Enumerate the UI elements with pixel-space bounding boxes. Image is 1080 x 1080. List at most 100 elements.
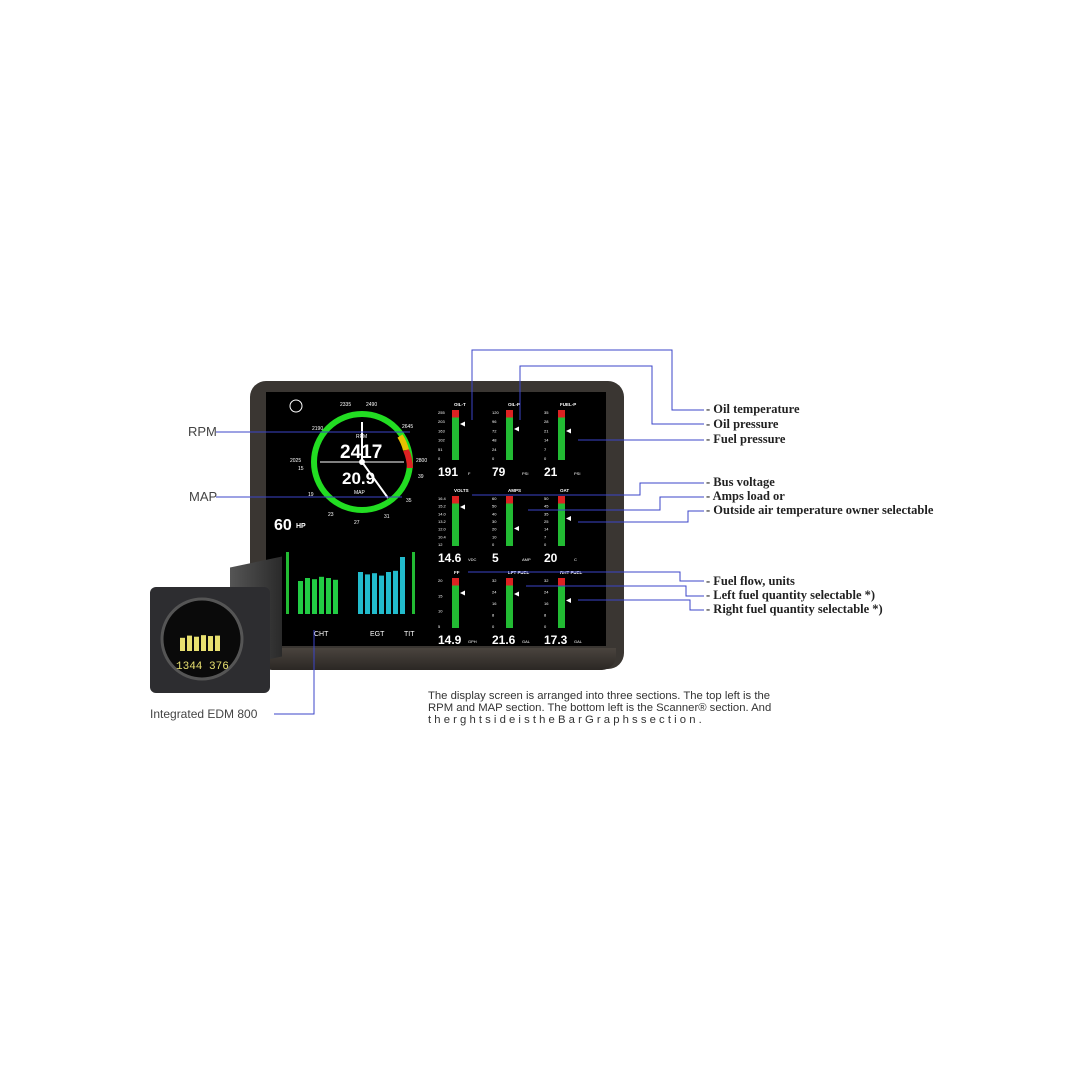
gauge-unit: VDC [468, 557, 477, 562]
gauge-tick: 32 [492, 578, 497, 583]
rpm-callout-label: RPM [188, 424, 217, 439]
callout-oil-pressure: - Oil pressure [706, 417, 779, 431]
rpm-value: 2417 [340, 442, 382, 463]
gauge-tick: 8 [544, 613, 547, 618]
rpm-tick: 2025 [290, 458, 301, 464]
egt-label: EGT [370, 631, 385, 638]
gauge-tick: 12 [438, 542, 443, 547]
gauge-tick: 0 [438, 456, 441, 461]
callout-fuel-pressure: - Fuel pressure [706, 432, 786, 446]
gauge-unit: AMP [522, 557, 531, 562]
gauge-label: OAT [560, 488, 569, 493]
egt-bar [400, 557, 405, 614]
gauge-tick: 10 [492, 534, 497, 539]
gauge-bar-red [558, 496, 565, 504]
map-callout-label: MAP [189, 489, 218, 504]
gauge-value: 17.3 [544, 633, 568, 646]
gauge-tick: 14 [544, 527, 549, 532]
gauge-tick: 16 [544, 601, 549, 606]
gauge-pointer [460, 590, 465, 596]
cht-bar [312, 579, 317, 614]
gauge-value: 21 [544, 465, 558, 479]
gauge-tick: 20 [438, 578, 443, 583]
gauge-tick: 60 [492, 496, 497, 501]
gauge-bar-red [506, 578, 513, 586]
gauge-bar-green [558, 578, 565, 628]
callout-bus-voltage: - Bus voltage [706, 475, 775, 489]
gauge-label: FUEL-P [560, 402, 576, 407]
egt-bar [365, 574, 370, 614]
edm-callout-label: Integrated EDM 800 [150, 707, 258, 721]
rpm-tick: 2190 [312, 426, 323, 432]
gauge-bar-green [506, 496, 513, 546]
rpm-tick: 2490 [366, 402, 377, 408]
map-tick: 39 [418, 474, 424, 480]
gauge-tick: 72 [492, 428, 497, 433]
brand-logo-icon [289, 399, 303, 413]
gauge-bar-red [506, 496, 513, 504]
gauge-pointer [566, 598, 571, 603]
gauge-tick: 14 [544, 438, 549, 443]
map-tick: 23 [328, 512, 334, 518]
gauge-value: 79 [492, 465, 506, 479]
map-tick: 15 [298, 466, 304, 472]
gauge-bar-green [506, 410, 513, 460]
edm-bar [208, 636, 213, 651]
callout-oil-temperature: - Oil temperature [706, 402, 800, 416]
gauge-bar-red [452, 578, 459, 586]
gauge-tick: 13.2 [438, 519, 447, 524]
callout-right-fuel-quantity: - Right fuel quantity selectable *) [706, 602, 883, 616]
gauge-bar-green [452, 496, 459, 546]
gauge-tick: 0 [544, 542, 547, 547]
gauge-unit: PSI [574, 471, 580, 476]
gauge-tick: 120 [492, 410, 499, 415]
gauge-pointer [514, 526, 519, 531]
gauge-tick: 10.4 [438, 534, 447, 539]
gauge-value: 191 [438, 465, 458, 479]
gauge-pointer [514, 426, 519, 432]
edm-bar [180, 637, 185, 651]
gauge-tick: 0 [492, 456, 495, 461]
gauge-tick: 24 [492, 590, 497, 595]
gauge-tick: 30 [492, 519, 497, 524]
cht-bar [298, 581, 303, 614]
display-bezel-base [258, 648, 616, 670]
gauge-unit: C [574, 557, 577, 562]
gauge-value: 14.6 [438, 551, 462, 565]
gauge-tick: 32 [544, 578, 549, 583]
gauge-pointer [566, 516, 571, 521]
gauge-unit: GAL [522, 639, 531, 644]
caption-line-2: RPM and MAP section. The bottom left is … [428, 702, 772, 714]
gauge-label: VOLTS [454, 488, 469, 493]
caption-line-1: The display screen is arranged into thre… [428, 690, 771, 702]
hp-unit: HP [296, 523, 306, 530]
gauge-tick: 35 [544, 410, 549, 415]
gauge-bar-red [452, 410, 459, 418]
gauge-tick: 255 [438, 410, 445, 415]
gauge-label: OIL-T [454, 402, 466, 407]
gauge-label: RHT FUEL [560, 570, 582, 575]
gauge-label: FF [454, 570, 460, 575]
gauge-value: 20 [544, 551, 558, 565]
caption-line-3: t h e r g h t s i d e i s t h e B a r G … [428, 714, 702, 726]
gauge-tick: 16 [492, 601, 497, 606]
edm-bar [194, 636, 199, 651]
gauge-bar-green [452, 410, 459, 460]
gauge-tick: 10 [438, 609, 443, 614]
rpm-tick: 2645 [402, 424, 413, 430]
gauge-tick: 16.4 [438, 496, 447, 501]
callout-outside-air-temperature: - Outside air temperature owner selectab… [706, 503, 934, 517]
map-needle [361, 461, 389, 499]
gauge-bar-green [558, 410, 565, 460]
gauge-bar-red [506, 410, 513, 418]
gauge-tick: 14.0 [438, 511, 447, 516]
tit-scale-bar [412, 552, 415, 614]
callout-amps-load: - Amps load or [706, 489, 785, 503]
map-tick: 35 [406, 498, 412, 504]
